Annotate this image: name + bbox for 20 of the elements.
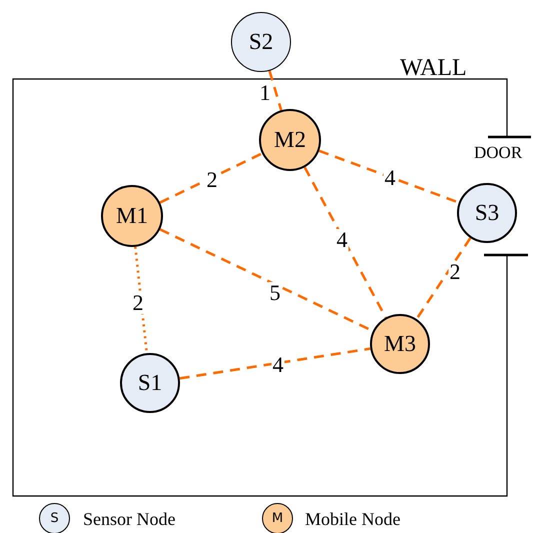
link-line: [179, 347, 371, 380]
node-label: M1: [116, 203, 148, 229]
legend-swatch: M: [262, 503, 293, 533]
link-line: [416, 237, 472, 320]
legend-swatch: S: [39, 503, 70, 533]
legend-label: Mobile Node: [305, 510, 400, 528]
node-label: S1: [138, 370, 162, 396]
wall-label: WALL: [400, 56, 467, 80]
door-label: DOOR: [474, 144, 522, 161]
link-line: [134, 246, 148, 354]
node-label: M3: [384, 331, 416, 357]
link-line: [268, 70, 282, 111]
node-label: S3: [474, 200, 500, 226]
legend-label: Sensor Node: [83, 510, 176, 528]
node-label: M2: [274, 127, 306, 153]
link-line: [304, 166, 387, 318]
edge-label: 2: [132, 292, 144, 314]
edge-label: 4: [336, 229, 348, 251]
node-label: S2: [248, 29, 274, 55]
link-line: [159, 152, 263, 204]
